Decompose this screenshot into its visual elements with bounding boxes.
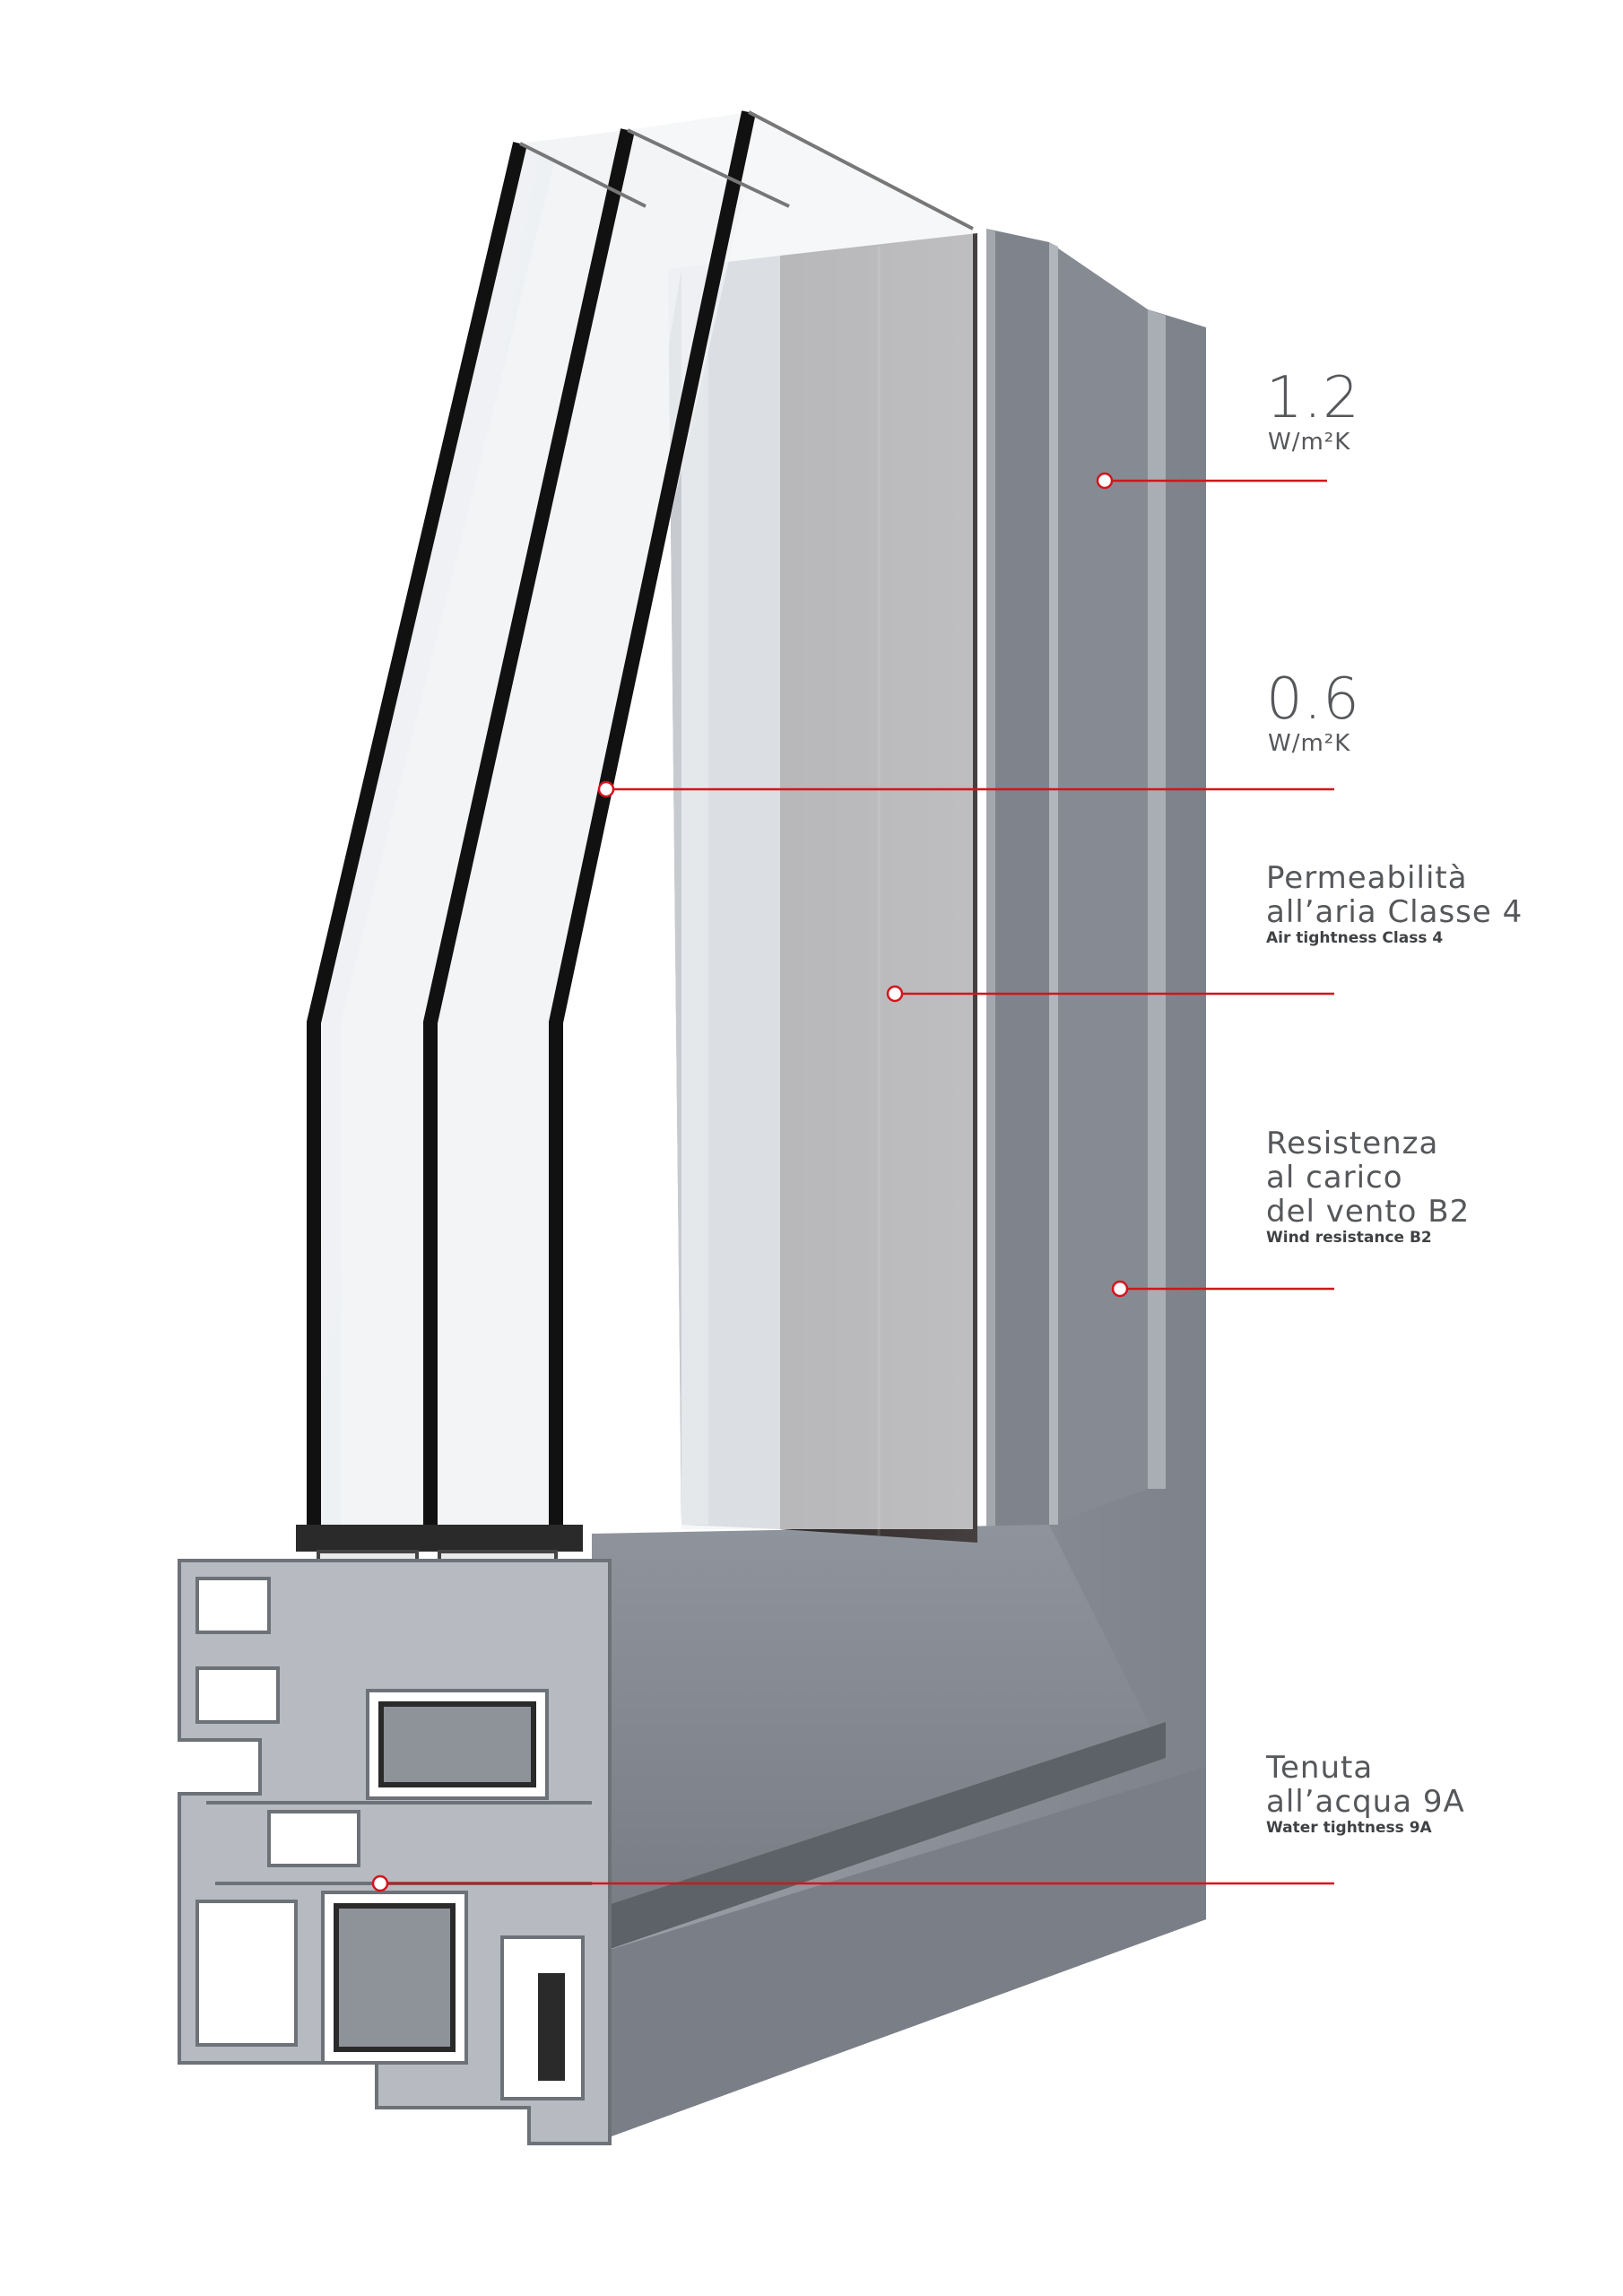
callout-lines [371,472,1334,1892]
air-line2: all’aria Classe 4 [1266,894,1523,930]
water-line2: all’acqua 9A [1266,1784,1465,1820]
air-en: Air tightness Class 4 [1266,929,1444,947]
wind-line1: Resistenza [1266,1126,1439,1161]
glass-u-value: 0.6 [1266,666,1360,733]
frame-u-value: 1.2 [1266,365,1360,431]
callout-air-tightness: Permeabilità all’aria Classe 4 Air tight… [1266,861,1523,946]
wind-line3: del vento B2 [1266,1194,1471,1230]
callout-marker-glass [597,780,615,798]
triple-glazing [307,110,974,1534]
callout-wind-resistance: Resistenza al carico del vento B2 Wind r… [1266,1126,1470,1246]
callout-frame-u: 1.2 W/m²K [1266,370,1360,454]
callout-marker-wind [1111,1280,1129,1298]
glass-u-unit: W/m²K [1268,730,1351,757]
callout-marker-water [371,1874,389,1892]
wind-en: Wind resistance B2 [1266,1229,1432,1247]
wind-line2: al carico [1266,1160,1403,1196]
callout-marker-air [886,985,904,1003]
aluminium-frame [592,229,1206,2144]
callout-water-tightness: Tenuta all’acqua 9A Water tightness 9A [1266,1751,1465,1836]
air-line1: Permeabilità [1266,860,1468,896]
water-en: Water tightness 9A [1266,1819,1432,1837]
callout-marker-frame [1096,472,1114,490]
callout-glass-u: 0.6 W/m²K [1266,671,1360,755]
frame-u-unit: W/m²K [1268,429,1351,456]
water-line1: Tenuta [1266,1750,1374,1786]
pvc-profile-section [178,1559,612,2145]
